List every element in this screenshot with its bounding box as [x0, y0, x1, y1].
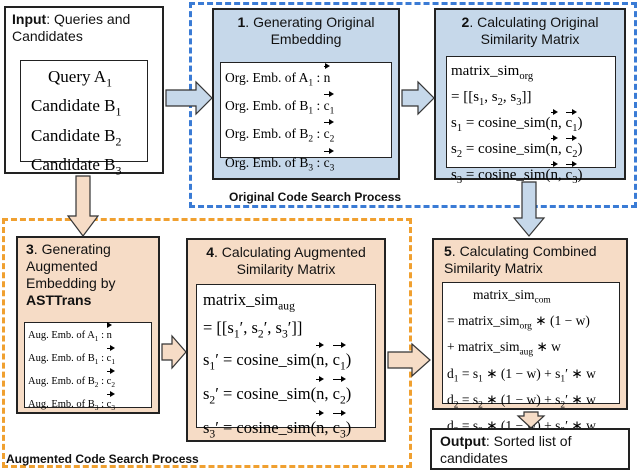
output-box: Output: Sorted list of candidates	[430, 428, 630, 470]
similarity-row: s2 = cosine_sim(n, c2)	[451, 135, 615, 165]
matrix-sim-com: matrix_simcom	[473, 287, 551, 306]
aug-similarity-row: s2′ = cosine_sim(n, c2)	[203, 375, 375, 414]
step1-number: 1	[237, 14, 246, 30]
arrow-step2-to-step5	[512, 181, 546, 237]
step3-inner: Aug. Emb. of A1 : n Aug. Emb. of B1 : c1…	[24, 322, 152, 412]
combined-score-row: d1 = s1 ∗ (1 − w) + s1′ ∗ w	[447, 365, 596, 385]
similarity-row: s3 = cosine_sim(n, c3)	[451, 161, 615, 191]
matrix-sim-aug-value: = [[s1′, s2′, s3′]]	[203, 318, 303, 341]
arrow-input-to-step3	[66, 175, 100, 237]
step3-method: ASTTrans	[26, 292, 92, 308]
step1-title: . Generating Original Embedding	[245, 14, 375, 47]
step3-box: 3. Generating Augmented Embedding by AST…	[16, 236, 160, 414]
step5-number: 5	[444, 243, 452, 259]
aug-emb-line: Aug. Emb. of B3 : c3	[28, 391, 151, 418]
candidate-line: Candidate B3	[31, 155, 122, 178]
combine-line: + matrix_simaug ∗ w	[447, 339, 561, 359]
step2-inner: matrix_simorg = [[s1, s2, s3]] s1 = cosi…	[446, 56, 616, 186]
matrix-sim-org-value: = [[s1, s2, s3]]	[451, 89, 532, 108]
step3-title: . Generating Augmented Embedding by	[26, 241, 116, 291]
aug-emb-line: Aug. Emb. of B1 : c1	[28, 345, 151, 372]
input-inner: Query A1 Candidate B1 Candidate B2 Candi…	[20, 60, 148, 178]
original-process-label: Original Code Search Process	[229, 190, 402, 204]
step5-inner: matrix_simcom = matrix_simorg ∗ (1 − w) …	[442, 282, 620, 437]
step4-number: 4	[206, 244, 215, 260]
combined-score-row: d2 = s2 ∗ (1 − w) + s2′ ∗ w	[447, 391, 596, 411]
step1-inner: Org. Emb. of A1 : n Org. Emb. of B1 : c1…	[220, 62, 392, 173]
input-box: Input: Queries and Candidates Query A1 C…	[4, 6, 164, 178]
step3-number: 3	[26, 241, 34, 257]
arrow-input-to-step1	[165, 80, 213, 116]
org-emb-line: Org. Emb. of B3 : c3	[225, 147, 391, 180]
augmented-process-label: Augmented Code Search Process	[6, 452, 199, 466]
step2-title: . Calculating Original Similarity Matrix	[469, 14, 599, 47]
org-emb-line: Org. Emb. of B2 : c2	[225, 119, 391, 151]
augmented-process-region	[2, 218, 412, 468]
step2-number: 2	[461, 14, 470, 30]
matrix-sim-org: matrix_simorg	[451, 63, 534, 82]
output-text: : Sorted list of candidates	[440, 433, 572, 466]
aug-emb-line: Aug. Emb. of A1 : n	[28, 322, 151, 349]
step5-box: 5. Calculating Combined Similarity Matri…	[432, 238, 628, 437]
arrow-step4-to-step5	[387, 342, 431, 378]
step5-title: . Calculating Combined Similarity Matrix	[444, 243, 597, 276]
similarity-row: s1 = cosine_sim(n, c1)	[451, 109, 615, 139]
step1-box: 1. Generating Original Embedding Org. Em…	[212, 8, 400, 180]
aug-similarity-row: s3′ = cosine_sim(n, c3)	[203, 410, 375, 448]
step4-box: 4. Calculating Augmented Similarity Matr…	[186, 238, 386, 442]
aug-similarity-row: s1′ = cosine_sim(n, c1)	[203, 341, 375, 380]
output-label: Output	[440, 433, 486, 449]
input-text: : Queries and Candidates	[12, 11, 131, 44]
step4-inner: matrix_simaug = [[s1′, s2′, s3′]] s1′ = …	[196, 284, 376, 440]
arrow-step3-to-step4	[161, 334, 187, 370]
aug-emb-line: Aug. Emb. of B2 : c2	[28, 368, 151, 395]
org-emb-line: Org. Emb. of A1 : n	[225, 63, 391, 95]
combine-line: = matrix_simorg ∗ (1 − w)	[447, 313, 590, 332]
query-line: Query A1	[48, 67, 113, 90]
input-label: Input	[12, 11, 47, 27]
org-emb-line: Org. Emb. of B1 : c1	[225, 91, 391, 123]
step2-box: 2. Calculating Original Similarity Matri…	[434, 8, 626, 186]
arrow-step5-to-output	[516, 411, 546, 429]
arrow-step1-to-step2	[401, 80, 435, 116]
step4-title: . Calculating Augmented Similarity Matri…	[214, 244, 366, 277]
candidate-line: Candidate B2	[31, 125, 122, 149]
matrix-sim-aug: matrix_simaug	[203, 290, 295, 313]
candidate-line: Candidate B1	[31, 96, 122, 119]
